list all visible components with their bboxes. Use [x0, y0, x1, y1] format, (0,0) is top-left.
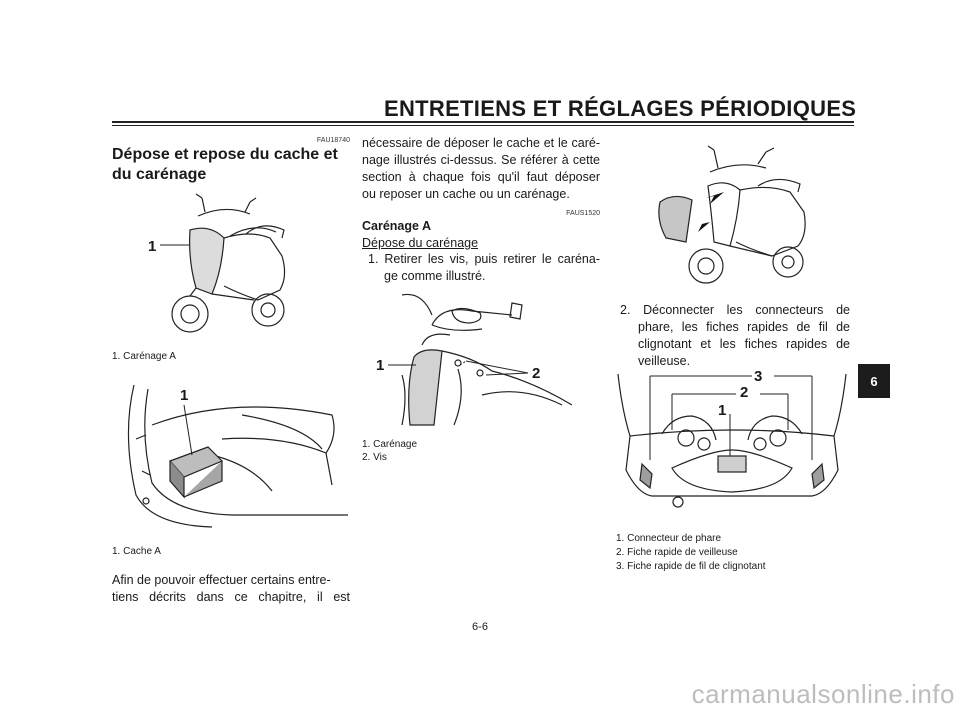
intro-paragraph-line1: Afin de pouvoir effectuer certains entre… — [112, 573, 331, 587]
header-rule-thin — [112, 125, 854, 126]
section-code: FAU18740 — [316, 137, 350, 144]
step2-line1: 2. Déconnecter les connecteurs de — [620, 303, 850, 317]
subsection-code: FAUS1520 — [566, 210, 600, 217]
figure5-callout3: 3 — [754, 368, 763, 385]
page-number: 6-6 — [472, 621, 488, 633]
figure5-caption3: 3. Fiche rapide de fil de clignotant — [616, 561, 766, 572]
step2-line4: veilleuse. — [638, 354, 691, 368]
figure2-caption: 1. Cache A — [112, 546, 161, 557]
fairing-screws-figure — [362, 285, 600, 435]
fairing-a-heading: Carénage A — [362, 219, 432, 233]
middle-paragraph-line3: section à chaque fois qu'il faut déposer — [362, 170, 600, 184]
step2-line3: clignotant et les fiches rapides de — [638, 337, 850, 351]
figure3-caption1: 1. Carénage — [362, 439, 418, 450]
figure1-caption: 1. Carénage A — [112, 351, 176, 362]
header-rule — [112, 121, 854, 123]
figure3-callout2: 2 — [532, 365, 541, 382]
chapter-tab: 6 — [858, 364, 890, 398]
middle-paragraph-line4: ou reposer un cache ou un carénage. — [362, 187, 570, 201]
figure5-caption2: 2. Fiche rapide de veilleuse — [616, 547, 738, 558]
storage-cover-figure — [112, 375, 352, 535]
fairing-removal-heading: Dépose du carénage — [362, 236, 479, 250]
page-header-title: ENTRETIENS ET RÉGLAGES PÉRIODIQUES — [384, 96, 857, 121]
intro-paragraph-line2: tiens décrits dans ce chapitre, il est — [112, 590, 350, 604]
middle-paragraph-line1: nécessaire de déposer le cache et le car… — [362, 136, 600, 150]
middle-paragraph-line2: nage illustrés ci-dessus. Se référer à c… — [362, 153, 600, 167]
figure5-callout2: 2 — [740, 384, 749, 401]
step2-line2: phare, les fiches rapides de fil de — [638, 320, 850, 334]
figure1-callout: 1 — [148, 238, 157, 255]
figure5-callout1: 1 — [718, 402, 727, 419]
scooter-removal-figure — [648, 138, 828, 288]
section-title-line1: Dépose et repose du cache et — [112, 146, 338, 163]
section-title-line2: du carénage — [112, 166, 207, 183]
watermark-text: carmanualsonline.info — [691, 679, 955, 709]
scooter-fairing-figure — [150, 190, 310, 340]
headlight-connectors-figure — [612, 370, 852, 520]
figure3-caption2: 2. Vis — [362, 452, 387, 463]
step1-line2: ge comme illustré. — [384, 269, 486, 283]
step1-line1: 1. Retirer les vis, puis retirer le caré… — [368, 252, 600, 266]
figure2-callout: 1 — [180, 387, 189, 404]
figure5-caption1: 1. Connecteur de phare — [616, 533, 722, 544]
figure3-callout1: 1 — [376, 357, 385, 374]
